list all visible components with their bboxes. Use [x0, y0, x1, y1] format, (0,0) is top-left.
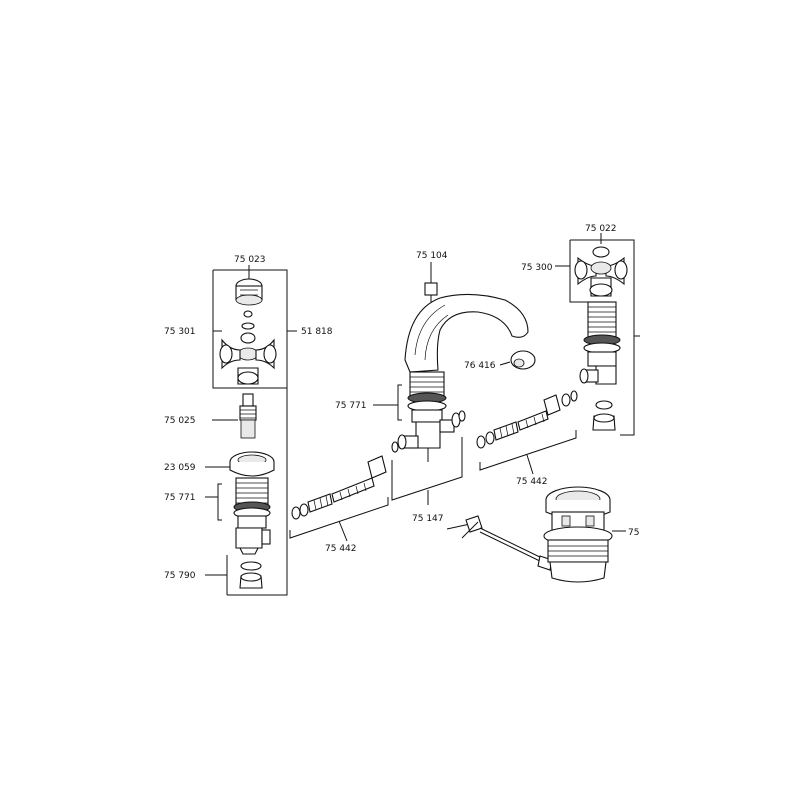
label-hose-right: 75 442 [516, 477, 548, 487]
label-drain: 75 [628, 528, 639, 538]
right-valve-group [555, 233, 640, 436]
label-flange-left: 23 059 [164, 463, 196, 473]
hose-left [289, 455, 389, 542]
label-handle-right: 75 300 [521, 263, 553, 273]
spout-group [391, 262, 536, 462]
left-valve-group [205, 265, 297, 596]
nut-left [239, 561, 263, 589]
spout-bracket [391, 437, 463, 505]
hose-left-bracket [289, 497, 389, 542]
label-seal-kit-spout: 75 771 [335, 401, 367, 411]
drain-rod [461, 515, 553, 571]
drain-rod-leader [446, 523, 471, 530]
label-cap-spout: 76 416 [464, 361, 496, 371]
label-nut-left: 75 790 [164, 571, 196, 581]
label-spout-assembly: 75 147 [412, 514, 444, 524]
flange-left [229, 451, 275, 477]
hose-right [476, 390, 578, 475]
label-hose-left: 75 442 [325, 544, 357, 554]
label-group-left: 51 818 [301, 327, 333, 337]
cartridge-left [239, 393, 257, 439]
seal-bracket-left [205, 483, 222, 521]
label-handle-cap-left: 75 023 [234, 255, 266, 265]
screw-left [241, 310, 255, 330]
label-handle-left: 75 301 [164, 327, 196, 337]
cap-spout [510, 350, 536, 370]
label-handle-cap-right: 75 022 [585, 224, 617, 234]
spout-body [404, 293, 529, 373]
cross-handle-left [219, 332, 277, 385]
label-seal-kit-left: 75 771 [164, 493, 196, 503]
handle-cap-left [235, 278, 263, 306]
label-cartridge-left: 75 025 [164, 416, 196, 426]
hose-right-bracket [479, 430, 577, 475]
label-aerator-pin: 75 104 [416, 251, 448, 261]
cross-handle-right [574, 246, 628, 297]
valve-body-left [233, 477, 271, 555]
drain-assembly [461, 486, 613, 583]
seal-bracket-spout [373, 384, 402, 421]
